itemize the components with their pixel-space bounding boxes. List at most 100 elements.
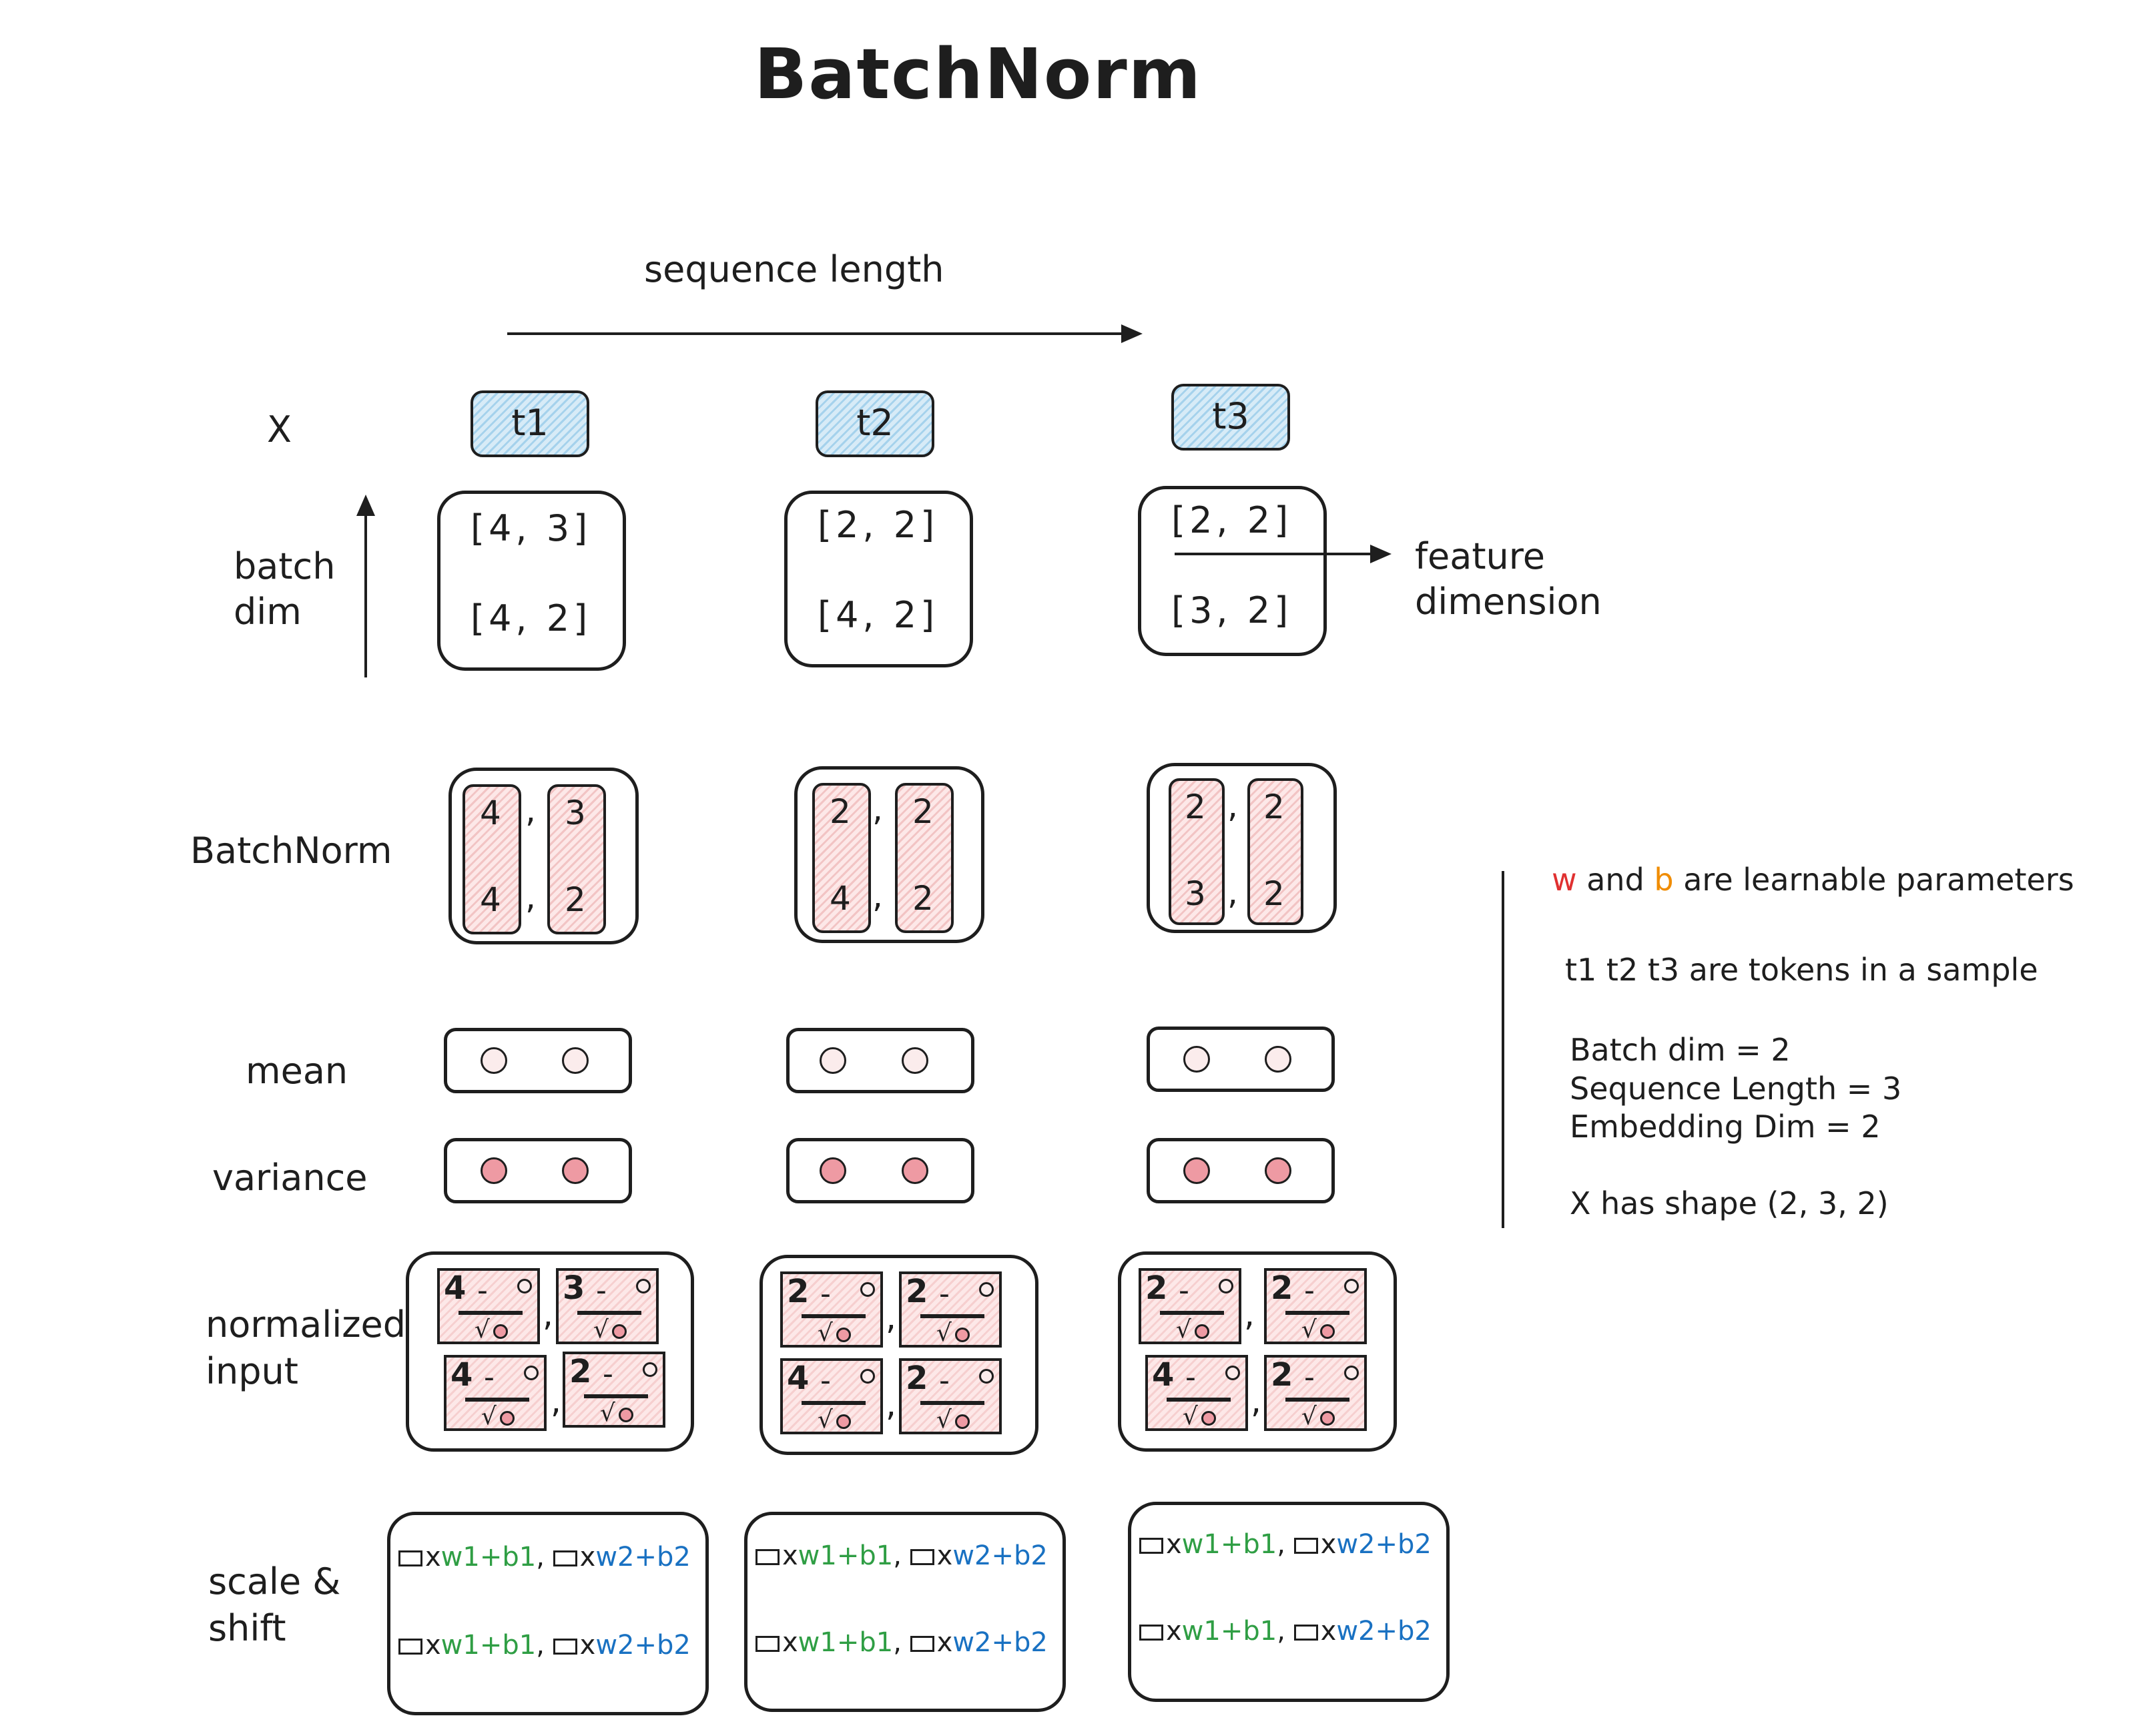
norm-cell: 2-√ [1264,1355,1367,1431]
value: 4 [480,794,501,832]
mean-box-t1 [444,1028,632,1093]
mean-dot-feature1 [1183,1046,1210,1073]
batch-dim-label: batch dim [234,545,336,633]
normalized-box-t1: 4-√ , 3-√ 4-√ , 2-√ [406,1251,694,1452]
norm-cell: 3-√ [556,1268,659,1344]
comma: , [1244,1295,1255,1334]
token-t2: t2 [816,390,934,457]
norm-cell: 2-√ [899,1358,1002,1434]
sequence-arrow [507,324,1143,343]
row-label-variance: variance [212,1157,368,1199]
value: 2 [912,792,934,831]
feature-dimension-label: feature dimension [1415,535,1602,623]
value: 3 [1185,874,1206,913]
value: 2 [1263,874,1285,913]
variance-dot-feature1 [481,1157,507,1184]
comma: , [1227,786,1238,825]
feature1-column-t1: 4 4 [463,784,521,934]
mean-box-t3 [1147,1027,1335,1092]
value: 2 [1185,788,1206,826]
comma: , [525,878,536,916]
comma: , [872,790,883,828]
input-box-t3: [2, 2] [3, 2] [1138,486,1327,656]
comma: , [886,1385,896,1424]
value: 2 [1263,788,1285,826]
comma: , [872,876,883,915]
norm-cell: 2-√ [899,1271,1002,1348]
comma: , [543,1295,553,1334]
vector-t3-row2: [3, 2] [1171,589,1293,631]
variance-box-t1 [444,1138,632,1203]
mean-dot-feature2 [562,1047,589,1074]
value: 2 [565,880,586,919]
comma: , [525,791,536,830]
variance-dot-feature1 [820,1157,846,1184]
scale-shift-row: xw1+b1, xw2+b2 [398,1630,691,1661]
norm-cell: 4-√ [1145,1355,1248,1431]
scale-shift-row: xw1+b1, xw2+b2 [1139,1529,1432,1560]
note-learnable-params: w and b are learnable parameters [1552,862,2074,898]
normalized-box-t3: 2-√ , 2-√ 4-√ , 2-√ [1118,1251,1397,1452]
norm-cell: 4-√ [444,1355,547,1431]
note-sequence-length: Sequence Length = 3 [1570,1071,1902,1107]
variance-dot-feature2 [902,1157,928,1184]
notes-divider [1502,871,1504,1228]
note-tokens: t1 t2 t3 are tokens in a sample [1565,952,2038,988]
note-batch-dim: Batch dim = 2 [1570,1032,1791,1068]
mean-dot-feature2 [902,1047,928,1074]
feature1-column-t2: 2 4 [812,783,871,933]
scale-shift-row: xw1+b1, xw2+b2 [755,1540,1048,1571]
feature2-column-t2: 2 2 [895,783,954,933]
normalized-box-t2: 2-√ , 2-√ 4-√ , 2-√ [759,1255,1038,1455]
token-t1: t1 [471,390,589,457]
note-x-shape: X has shape (2, 3, 2) [1570,1185,1889,1221]
comma: , [1227,873,1238,912]
variance-box-t2 [786,1138,974,1203]
token-t3: t3 [1171,384,1290,451]
norm-cell: 2-√ [1264,1268,1367,1344]
vector-t3-row1: [2, 2] [1171,499,1293,541]
row-label-normalized-input: normalized input [206,1304,406,1393]
row-label-batchnorm: BatchNorm [190,830,392,872]
scale-shift-row: xw1+b1, xw2+b2 [755,1627,1048,1658]
batchnorm-box-t3: 2 3 , , 2 2 [1147,763,1337,933]
x-label: X [267,408,292,451]
value: 4 [830,879,851,918]
vector-t1-row2: [4, 2] [471,597,592,639]
mean-dot-feature1 [820,1047,846,1074]
scale-shift-row: xw1+b1, xw2+b2 [398,1542,691,1572]
value: 2 [912,879,934,918]
row-label-scale-shift: scale & shift [208,1560,341,1650]
norm-cell: 2-√ [563,1352,665,1428]
vector-t2-row2: [4, 2] [818,594,939,636]
input-box-t1: [4, 3] [4, 2] [437,491,626,671]
norm-cell: 4-√ [437,1268,540,1344]
mean-box-t2 [786,1028,974,1093]
batchnorm-box-t2: 2 4 , , 2 2 [794,766,984,943]
vector-t2-row1: [2, 2] [818,504,939,546]
norm-cell: 4-√ [780,1358,883,1434]
comma: , [551,1382,561,1420]
batchnorm-box-t1: 4 4 , , 3 2 [448,768,639,944]
sequence-length-label: sequence length [644,248,944,290]
scale-shift-box-t2: xw1+b1, xw2+b2 xw1+b1, xw2+b2 [744,1512,1066,1712]
value: 3 [565,794,586,832]
variance-box-t3 [1147,1138,1335,1203]
variance-dot-feature1 [1183,1157,1210,1184]
scale-shift-box-t1: xw1+b1, xw2+b2 xw1+b1, xw2+b2 [387,1512,709,1715]
batch-dim-arrow [356,495,375,677]
feature2-column-t1: 3 2 [547,784,606,934]
variance-dot-feature2 [562,1157,589,1184]
scale-shift-row: xw1+b1, xw2+b2 [1139,1616,1432,1647]
norm-cell: 2-√ [1139,1268,1241,1344]
variance-dot-feature2 [1265,1157,1291,1184]
mean-dot-feature1 [481,1047,507,1074]
value: 2 [830,792,851,831]
vector-t1-row1: [4, 3] [471,507,592,549]
input-box-t2: [2, 2] [4, 2] [784,491,973,667]
note-embedding-dim: Embedding Dim = 2 [1570,1109,1881,1145]
value: 4 [480,880,501,919]
comma: , [1251,1382,1261,1420]
row-label-mean: mean [246,1050,348,1092]
feature1-column-t3: 2 3 [1169,778,1225,925]
